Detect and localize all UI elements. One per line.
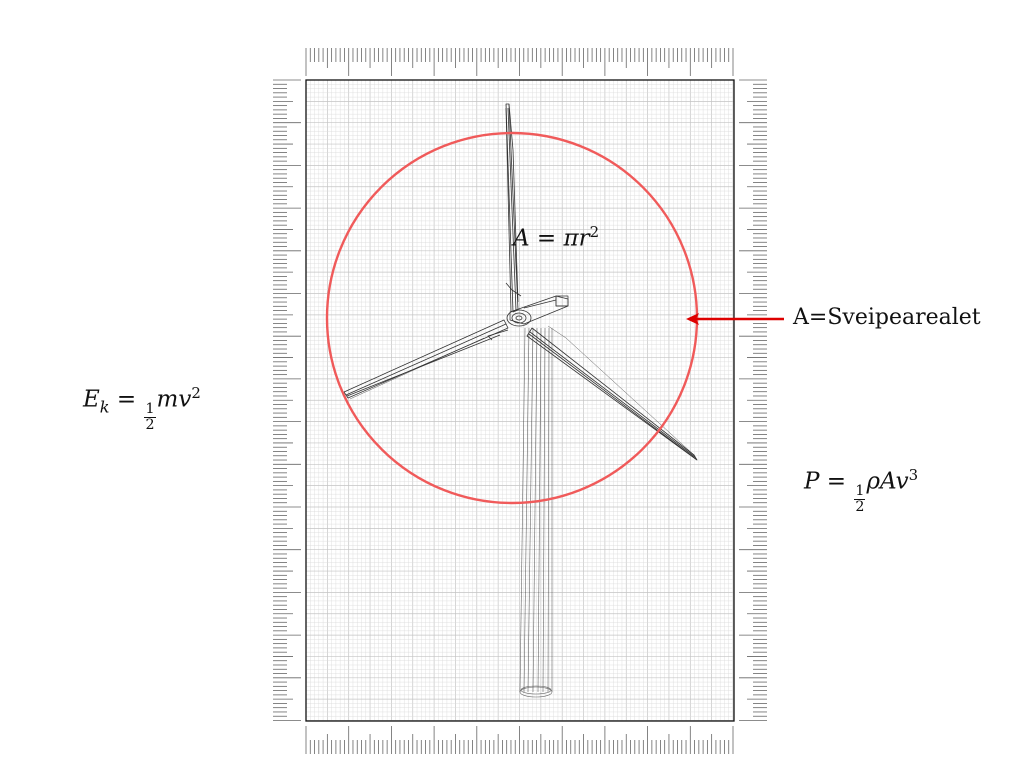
drawing-frame [305, 79, 735, 722]
graph-paper-grid [305, 79, 734, 721]
turbine-hub [506, 309, 532, 327]
turbine-blade-up [505, 103, 522, 313]
ruler-left [273, 79, 301, 721]
ruler-bottom [305, 726, 734, 754]
turbine-nacelle [509, 295, 569, 325]
wind-turbine-drawing [343, 103, 698, 698]
arrow-left-icon [686, 313, 784, 325]
ruler-right [739, 79, 767, 721]
area-formula: A = πr2 [513, 223, 600, 252]
swept-area-label: A=Sveipearealet [793, 305, 981, 330]
turbine-blade-right [526, 325, 698, 461]
turbine-blade-left [343, 319, 509, 400]
turbine-tower [519, 327, 553, 698]
ruler-top [305, 48, 734, 76]
